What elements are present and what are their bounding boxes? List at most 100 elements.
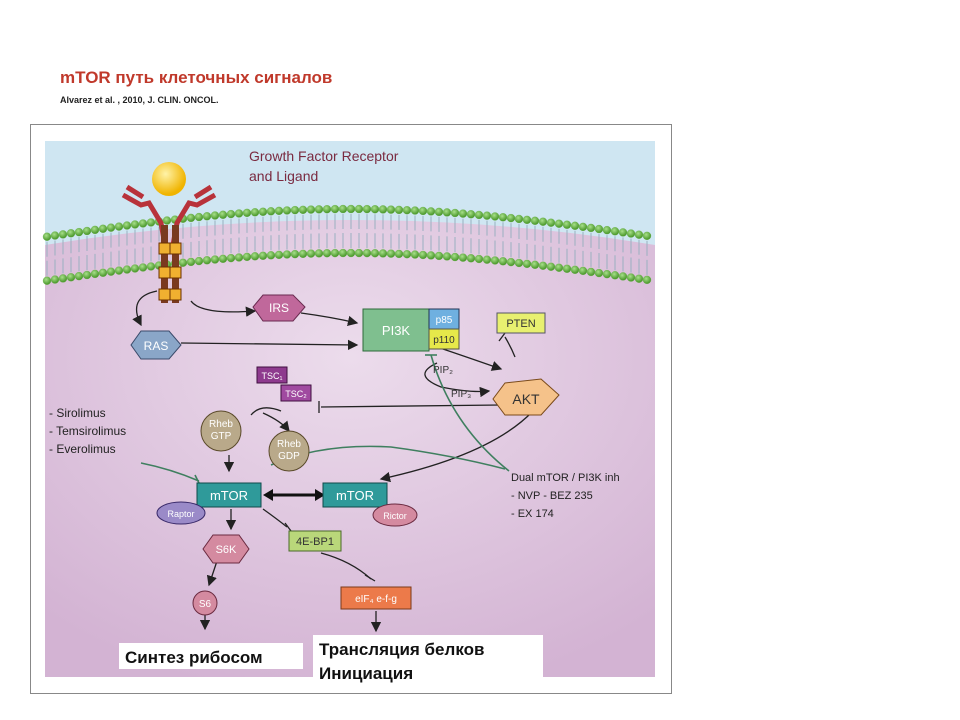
lipid-head: [474, 210, 484, 220]
svg-text:- Temsirolimus: - Temsirolimus: [49, 424, 126, 438]
lipid-head: [442, 208, 452, 217]
lipid-head: [242, 252, 252, 261]
lipid-head: [298, 205, 308, 214]
lipid-head: [290, 205, 300, 215]
lipid-head: [138, 263, 148, 272]
inhibitors-left: - Sirolimus - Temsirolimus - Everolimus: [49, 406, 126, 456]
node-mtor-raptor: mTOR Raptor: [156, 482, 262, 525]
lipid-head: [610, 227, 620, 236]
lipid-head: [530, 260, 540, 269]
lipid-head: [498, 213, 508, 222]
lipid-head: [266, 251, 276, 260]
lipid-head: [178, 258, 188, 267]
lipid-head: [74, 227, 84, 237]
lipid-head: [354, 248, 364, 258]
lipid-head: [410, 250, 420, 259]
node-pi3k: PI3K p85 p110: [362, 308, 460, 352]
lipid-head: [362, 248, 372, 258]
lipid-head: [490, 212, 500, 221]
lipid-head: [562, 220, 572, 229]
node-tsc1: TSC₁: [261, 371, 282, 381]
lipid-head: [394, 205, 404, 215]
lipid-head: [442, 252, 452, 261]
svg-text:S6K: S6K: [216, 544, 237, 556]
lipid-head: [210, 255, 220, 264]
lipid-head: [162, 216, 172, 225]
lipid-head: [434, 251, 444, 261]
lipid-head: [458, 209, 468, 218]
lipid-head: [58, 230, 68, 239]
svg-text:PI3K: PI3K: [382, 323, 411, 338]
lipid-head: [282, 206, 292, 215]
pathway-figure: Growth Factor Receptor and Ligand: [30, 124, 672, 694]
svg-text:eIF₄ e-f-g: eIF₄ e-f-g: [355, 594, 397, 605]
lipid-head: [98, 224, 108, 233]
lipid-head: [242, 208, 252, 217]
svg-text:4E-BP1: 4E-BP1: [296, 536, 334, 548]
lipid-head: [330, 248, 340, 258]
lipid-head: [626, 273, 636, 282]
lipid-head: [234, 209, 244, 218]
node-tsc: TSC₁ TSC₂: [256, 366, 312, 402]
lipid-head: [626, 229, 636, 238]
lipid-head: [330, 204, 340, 214]
svg-text:- Everolimus: - Everolimus: [49, 442, 116, 456]
pathway-diagram: Growth Factor Receptor and Ligand: [42, 139, 657, 685]
lipid-head: [42, 232, 52, 241]
svg-text:S6: S6: [199, 599, 212, 610]
lipid-head: [634, 230, 644, 239]
lipid-head: [370, 249, 380, 258]
lipid-head: [298, 249, 308, 258]
lipid-head: [202, 212, 212, 221]
svg-text:GTP: GTP: [211, 431, 232, 442]
lipid-head: [218, 210, 228, 219]
lipid-head: [138, 219, 148, 228]
lipid-head: [514, 258, 524, 268]
lipid-head: [146, 262, 156, 271]
svg-text:Dual mTOR / PI3K inh: Dual mTOR / PI3K inh: [511, 472, 620, 484]
lipid-head: [346, 248, 356, 258]
lipid-head: [482, 255, 492, 264]
lipid-head: [58, 274, 68, 283]
lipid-head: [562, 264, 572, 273]
svg-text:RAS: RAS: [144, 339, 169, 353]
lipid-head: [386, 205, 396, 214]
lipid-head: [106, 267, 116, 276]
outcome-ribosome: Синтез рибосом: [125, 648, 263, 667]
node-eif: eIF₄ e-f-g: [340, 586, 412, 610]
lipid-head: [578, 266, 588, 276]
lipid-head: [282, 250, 292, 259]
lipid-head: [74, 271, 84, 281]
lipid-head: [418, 250, 428, 260]
lipid-head: [594, 268, 604, 278]
lipid-head: [218, 254, 228, 263]
outcome-ribosome-box: [119, 643, 303, 669]
node-s6: S6: [192, 590, 218, 616]
svg-text:Rheb: Rheb: [209, 419, 233, 430]
lipid-head: [42, 276, 52, 285]
lipid-head: [466, 210, 476, 219]
mtor-complex-link: [263, 489, 325, 501]
lipid-head: [50, 231, 60, 240]
svg-text:PTEN: PTEN: [506, 318, 535, 330]
label-pip3: PIP₃: [451, 389, 471, 400]
lipid-head: [130, 220, 140, 229]
node-rictor: Rictor: [383, 511, 407, 521]
svg-text:GDP: GDP: [278, 451, 300, 462]
node-rheb-gtp: Rheb GTP: [200, 410, 242, 452]
cytoplasm: [45, 220, 655, 677]
lipid-head: [450, 252, 460, 262]
lipid-head: [258, 207, 268, 216]
lipid-head: [226, 209, 236, 219]
lipid-head: [82, 226, 92, 236]
lipid-head: [506, 257, 516, 267]
lipid-head: [258, 251, 268, 260]
lipid-head: [642, 231, 652, 240]
lipid-head: [458, 253, 468, 262]
lipid-head: [586, 223, 596, 233]
lipid-head: [194, 212, 204, 222]
lipid-head: [538, 261, 548, 270]
svg-text:mTOR: mTOR: [336, 488, 374, 503]
lipid-head: [498, 257, 508, 266]
lipid-head: [130, 264, 140, 273]
